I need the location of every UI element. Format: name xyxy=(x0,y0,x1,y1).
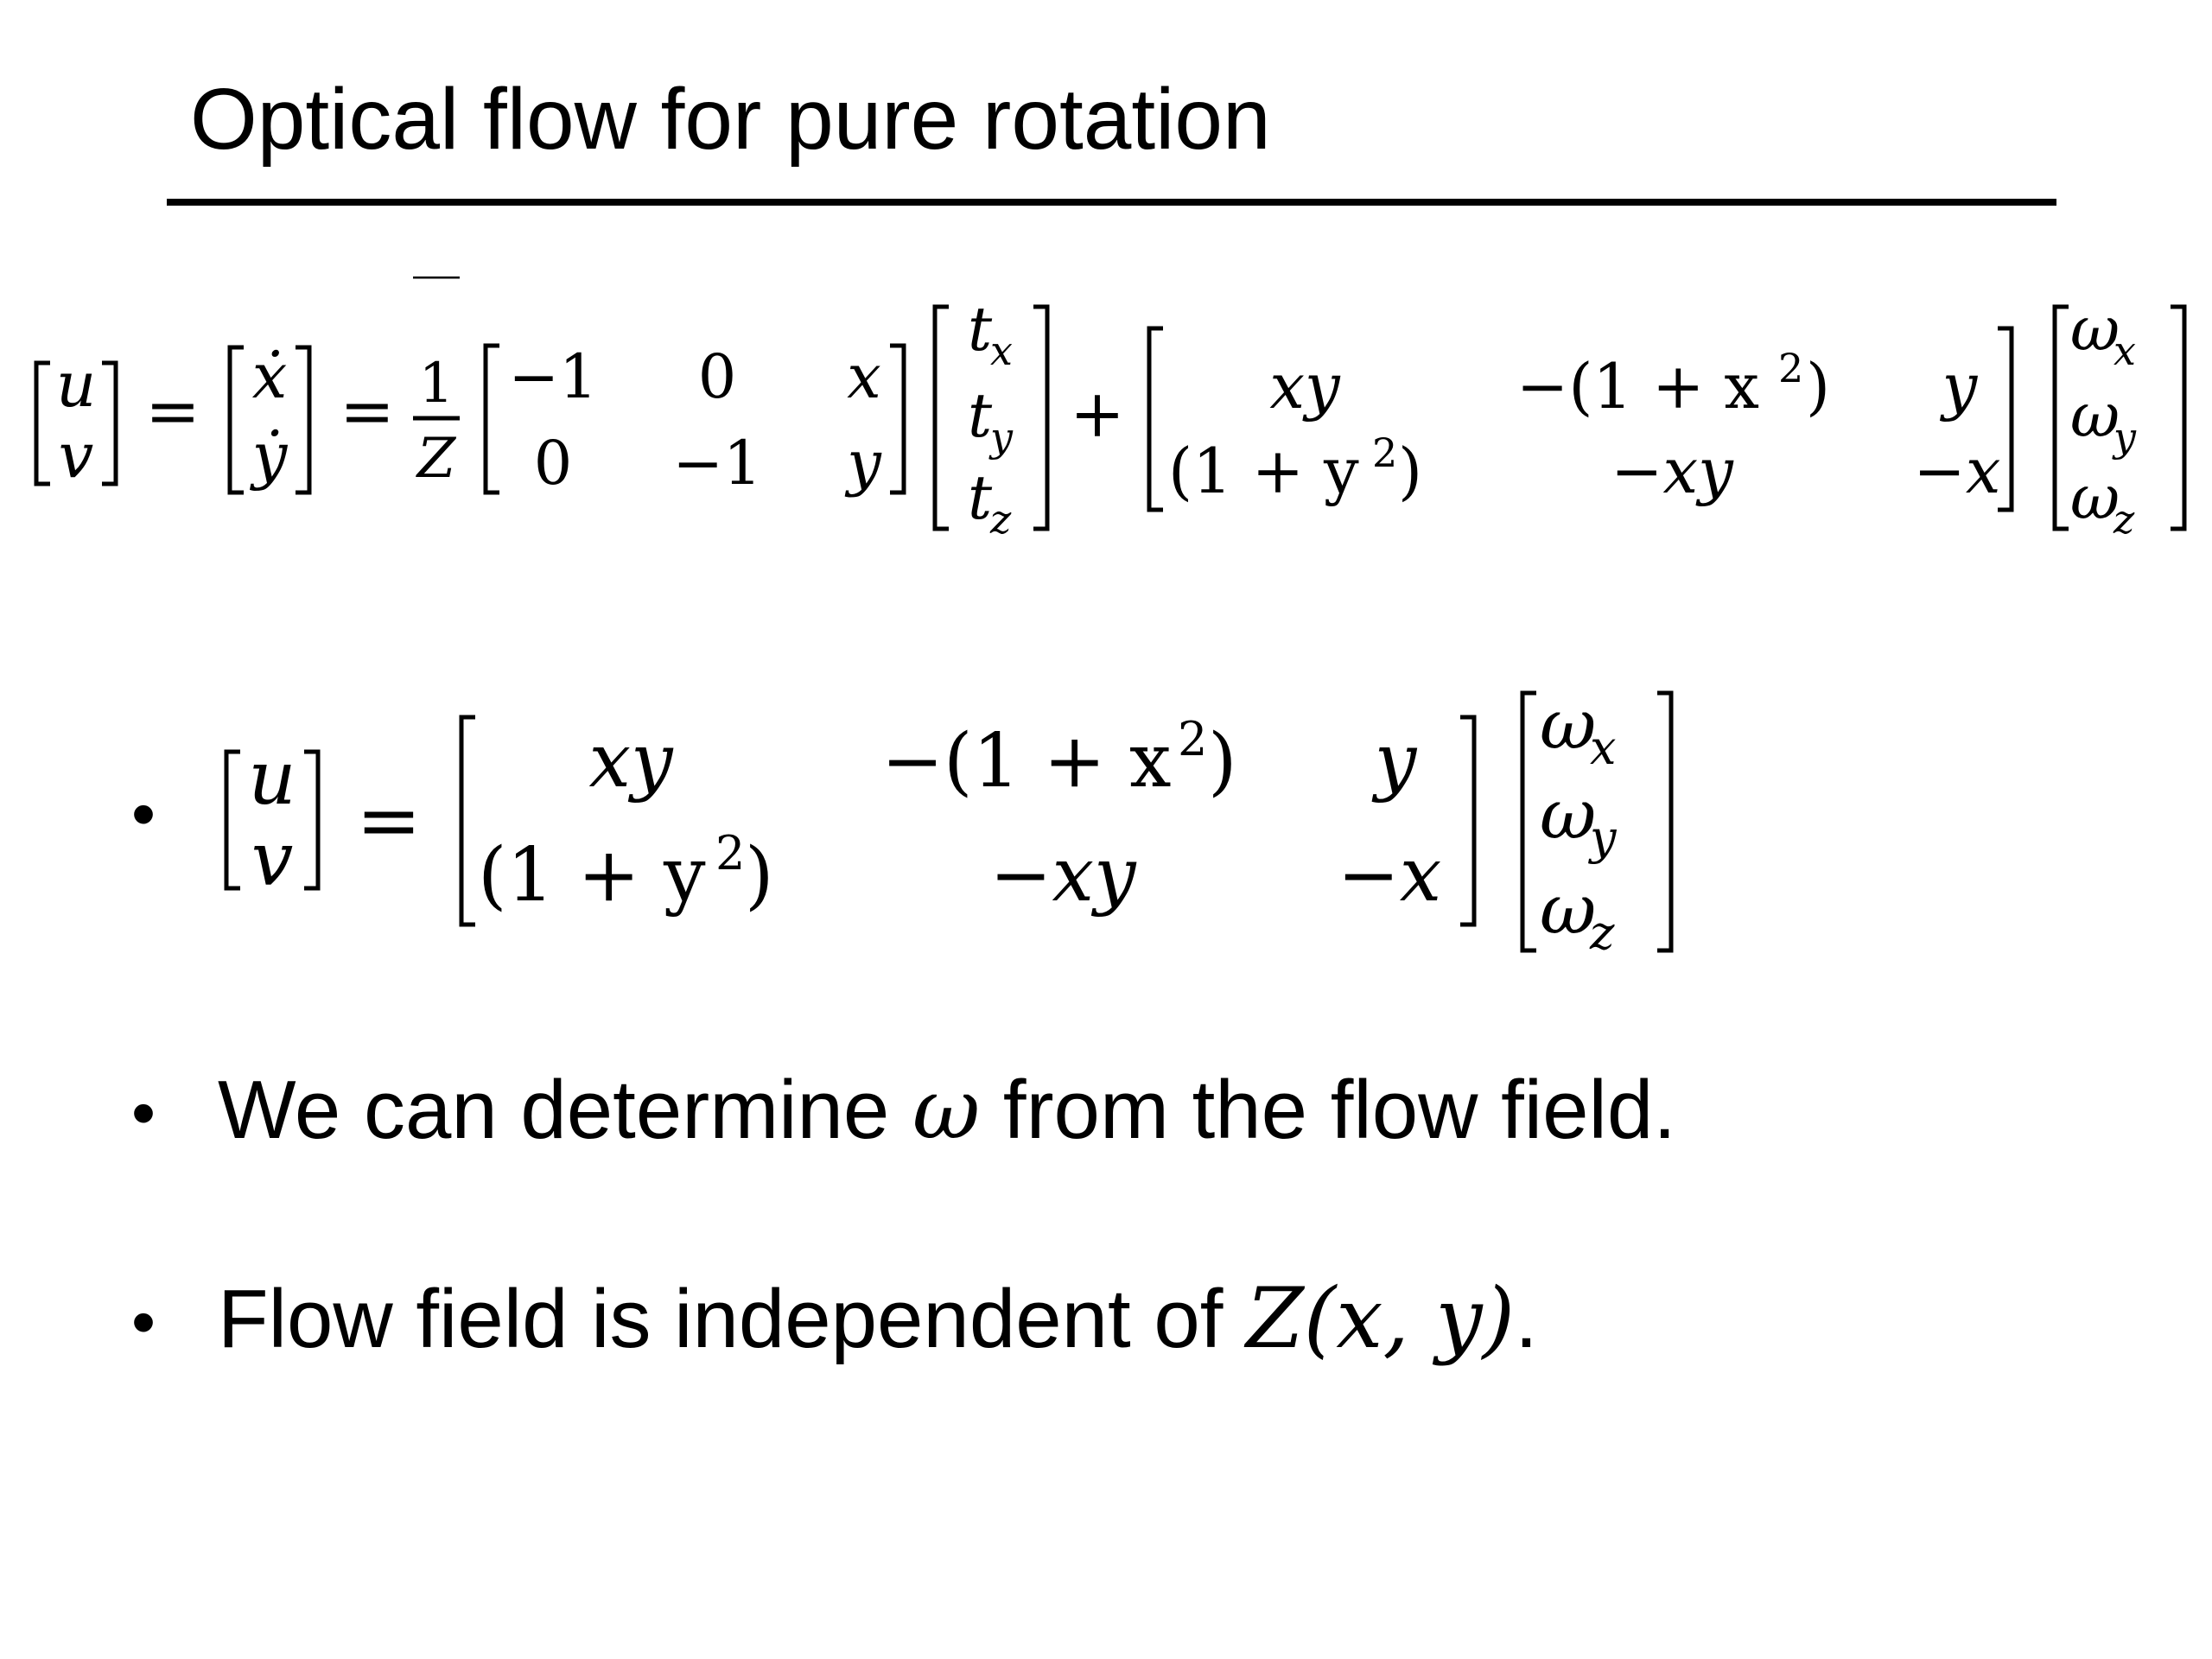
eq1-b12: −(1 + x xyxy=(1516,350,1759,423)
bullet-2-text: We can determine ω from the flow field. xyxy=(218,1068,1676,1152)
bullet-3-pre: Flow field is independent of xyxy=(218,1273,1247,1365)
eq2-equals: = xyxy=(356,775,421,866)
bullet-3-post: . xyxy=(1515,1273,1538,1365)
eq1-b11: xy xyxy=(1269,350,1341,423)
eq2-b21-close: ) xyxy=(745,832,774,918)
eq1-b21: (1 + y xyxy=(1168,435,1359,507)
title-underline xyxy=(167,199,2056,206)
eq2-w2: ω xyxy=(1540,774,1596,855)
eq1-ydot: ẏ xyxy=(250,419,289,492)
eq1-w3: ω xyxy=(2070,462,2120,533)
eq1-b22: −xy xyxy=(1611,435,1734,507)
eq1-b13: y xyxy=(1940,350,1979,423)
eq1-b21-sup: 2 xyxy=(1372,429,1397,476)
bullet-3-text: Flow field is independent of Z(x, y). xyxy=(218,1277,1538,1361)
eq2-w2-sub: y xyxy=(1588,810,1618,865)
eq2-v: v xyxy=(251,817,294,903)
eq1-w1: ω xyxy=(2070,294,2120,365)
bullet-1-dot: • xyxy=(131,775,156,852)
z-symbol: Z xyxy=(1246,1270,1304,1367)
z-args: (x, y) xyxy=(1303,1270,1516,1367)
eq1-t2-sub: y xyxy=(988,414,1014,461)
eq2-b12-sup: 2 xyxy=(1178,712,1207,766)
eq2-w3: ω xyxy=(1540,869,1596,950)
eq2-b13: y xyxy=(1371,718,1418,804)
eq1-plus: + xyxy=(1070,375,1125,452)
eq1-a23: y xyxy=(844,428,882,499)
eq1-v: v xyxy=(59,419,94,492)
eq1-u: u xyxy=(56,348,96,421)
eq1-equals-1: = xyxy=(145,372,200,449)
equation-rotation-only: u v = xy −(1 + x 2 ) y (1 + y 2 ) −xy −x… xyxy=(224,684,1674,960)
eq1-t1: t xyxy=(968,294,993,365)
eq1-frac-num: 1 xyxy=(419,352,454,416)
eq1-b21-close: ) xyxy=(1398,435,1422,507)
bullet-2-pre: We can determine xyxy=(218,1064,912,1156)
eq1-equals-2: = xyxy=(340,372,395,449)
eq1-t1-sub: x xyxy=(990,327,1013,374)
eq1-t3: t xyxy=(968,462,993,533)
eq1-a21: 0 xyxy=(534,428,573,499)
eq1-b12-close: ) xyxy=(1806,350,1830,423)
eq2-u: u xyxy=(248,735,296,822)
eq1-a11: −1 xyxy=(508,341,597,412)
eq2-w1: ω xyxy=(1540,684,1596,765)
eq1-b12-sup: 2 xyxy=(1778,345,1803,391)
eq2-w1-sub: x xyxy=(1590,721,1616,775)
eq1-a12: 0 xyxy=(698,341,737,412)
eq2-b23: −x xyxy=(1338,832,1442,918)
eq1-a13: x xyxy=(847,341,880,412)
eq1-xdot: ẋ xyxy=(252,340,288,412)
omega-symbol: ω xyxy=(912,1061,981,1158)
eq1-w3-sub: z xyxy=(2113,496,2135,543)
eq2-w3-sub: z xyxy=(1589,906,1615,960)
eq1-t3-sub: z xyxy=(989,496,1012,543)
eq1-w2-sub: y xyxy=(2112,414,2137,461)
eq2-b21-sup: 2 xyxy=(715,826,745,880)
bullet-2-post: from the flow field. xyxy=(980,1064,1676,1156)
bullet-2-dot: • xyxy=(131,1074,156,1151)
eq1-a22: −1 xyxy=(672,428,761,499)
eq1-b23: −x xyxy=(1914,435,2001,507)
eq1-t2: t xyxy=(968,380,993,451)
eq1-w1-sub: x xyxy=(2113,327,2136,374)
eq2-b12: −(1 + x xyxy=(881,718,1172,804)
bullet-3-dot: • xyxy=(131,1283,156,1360)
eq1-frac-den: Z xyxy=(416,427,457,491)
slide-title: Optical flow for pure rotation xyxy=(190,71,1271,168)
eq2-b11: xy xyxy=(588,718,674,804)
eq2-b21: (1 + y xyxy=(478,832,706,918)
eq2-b22: −xy xyxy=(989,832,1137,918)
equation-full-motion: u v = ẋ ẏ = 1 Z −1 0 x 0 −1 y t x t y t … xyxy=(34,276,2187,543)
eq1-w2: ω xyxy=(2070,380,2120,451)
eq2-b12-close: ) xyxy=(1208,718,1237,804)
